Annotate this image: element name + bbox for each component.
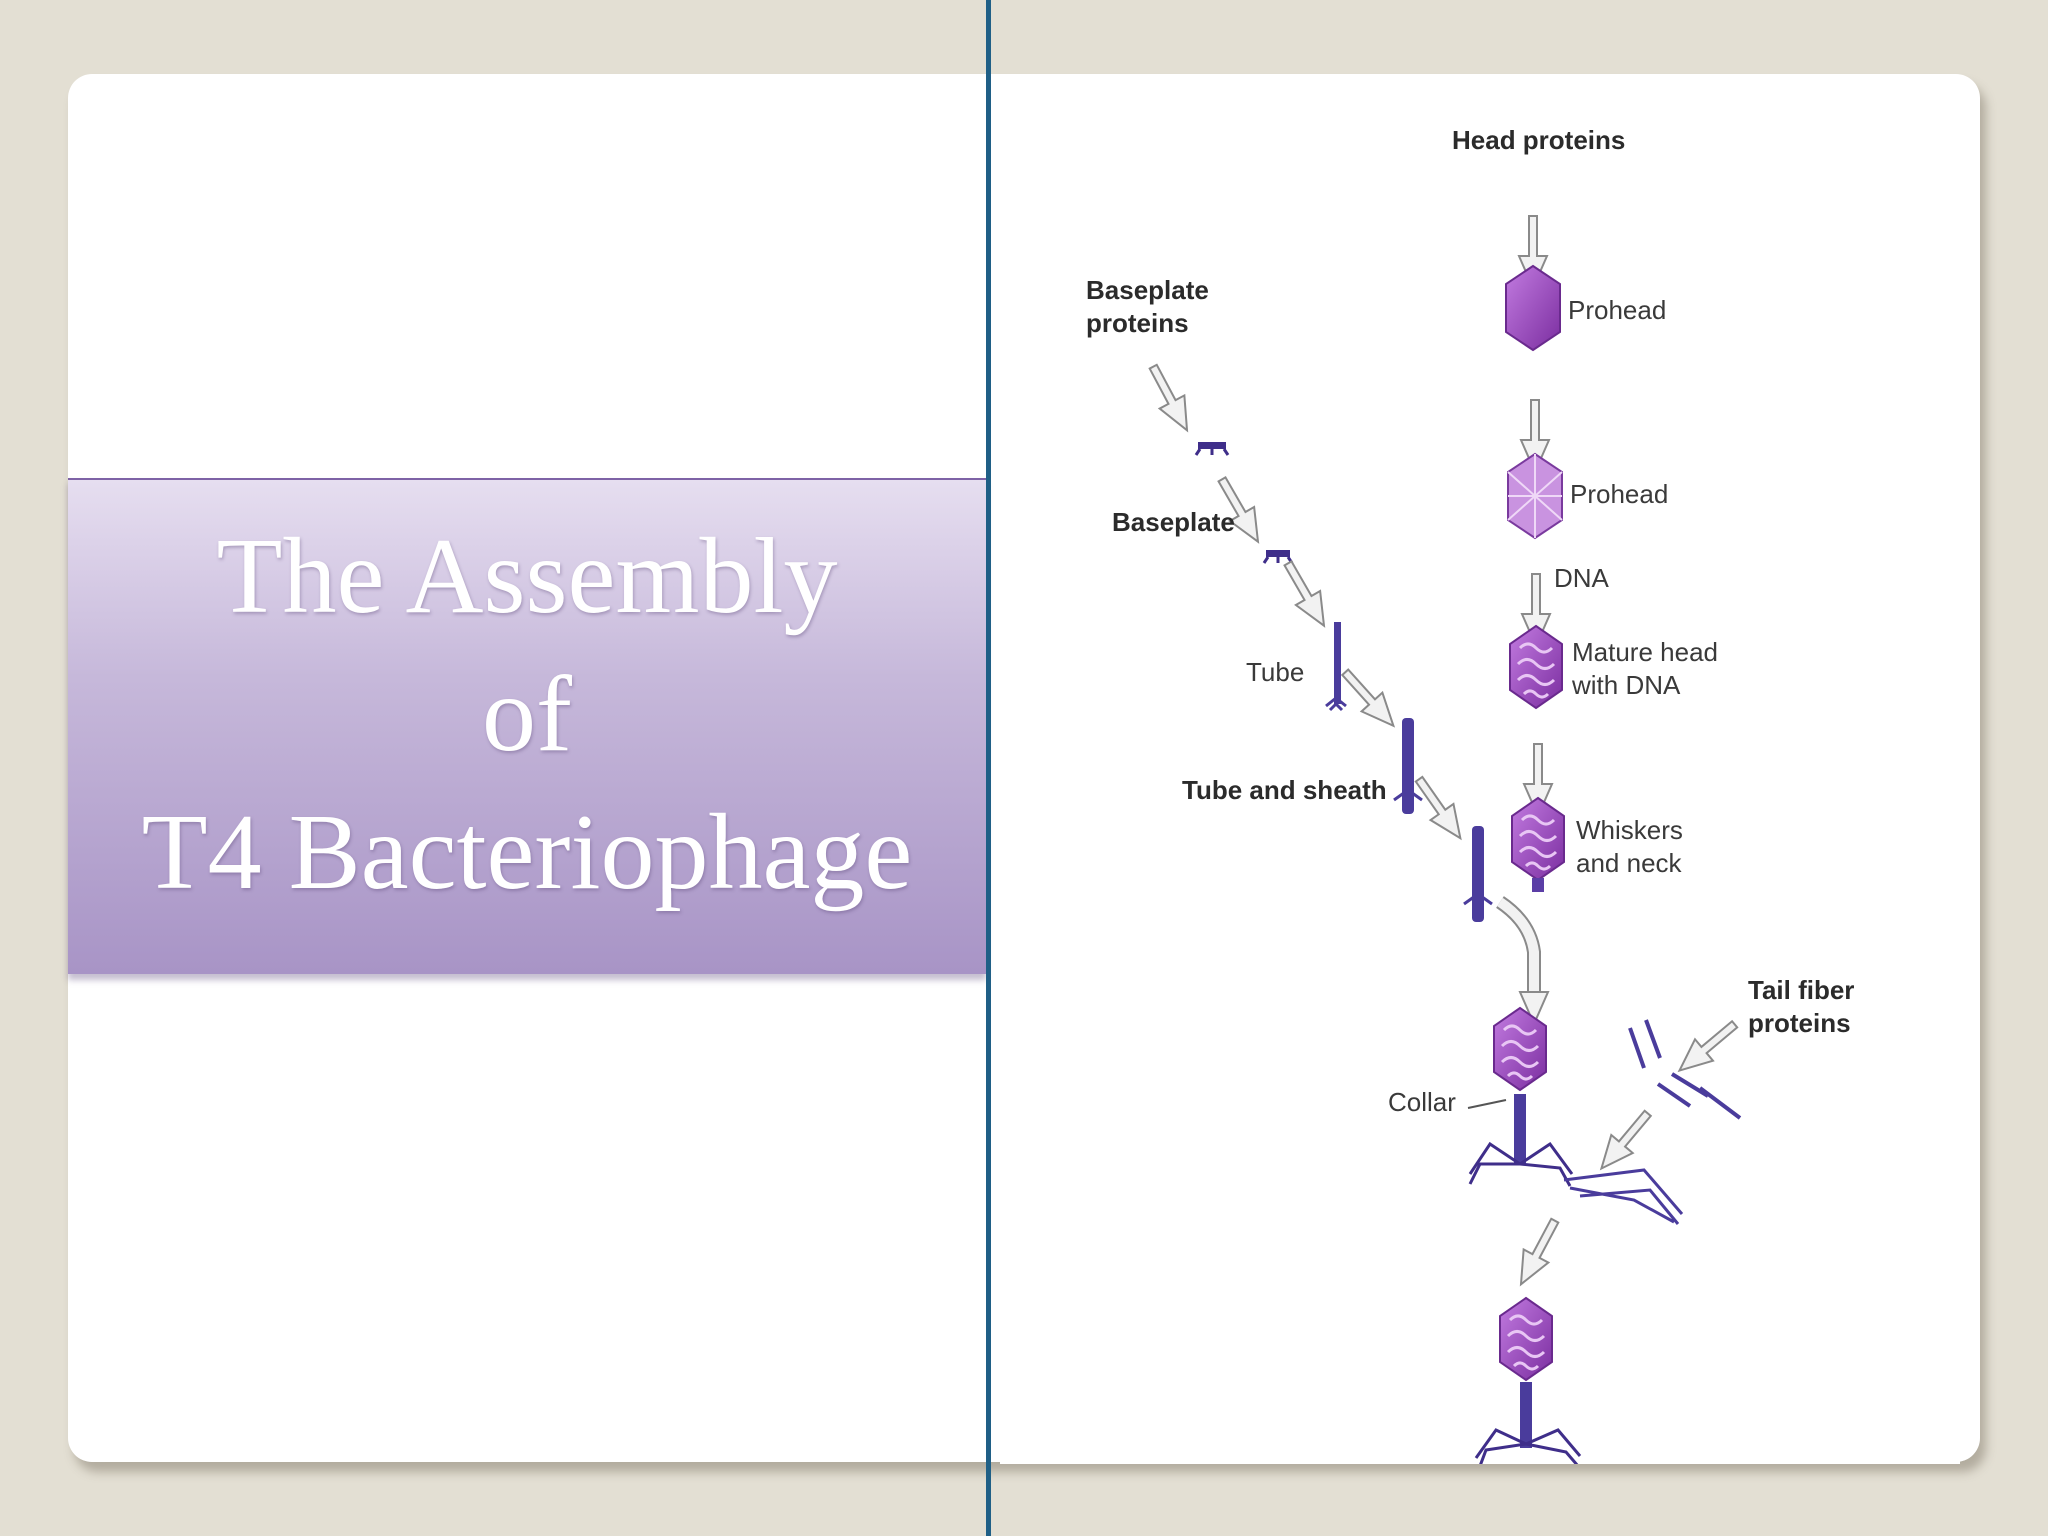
prohead-2-shape bbox=[1507, 452, 1563, 540]
prohead-1-shape bbox=[1505, 264, 1561, 352]
phage-with-collar bbox=[1468, 1006, 1574, 1187]
arrow-baseplate-proteins bbox=[1139, 359, 1201, 438]
label-baseplate: Baseplate bbox=[1112, 507, 1235, 537]
baseplate-piece-1 bbox=[1194, 442, 1230, 456]
label-tube-sheath: Tube and sheath bbox=[1182, 775, 1387, 805]
mature-head-shape bbox=[1508, 624, 1564, 710]
arrow-fibers bbox=[1589, 1103, 1660, 1179]
title-band: The Assembly of T4 Bacteriophage bbox=[68, 478, 986, 974]
diagram-graphics bbox=[1139, 215, 1745, 1464]
tail-fibers bbox=[1628, 1019, 1742, 1120]
label-dna: DNA bbox=[1554, 563, 1609, 593]
label-head-proteins: Head proteins bbox=[1452, 125, 1626, 155]
collar-leader-line bbox=[1467, 1099, 1507, 1109]
tail-fibers-2 bbox=[1563, 1168, 1684, 1225]
whiskers-neck-shape bbox=[1510, 796, 1566, 892]
baseplate-piece-2 bbox=[1262, 550, 1294, 564]
tail-shape bbox=[1463, 826, 1493, 922]
complete-phage bbox=[1474, 1296, 1582, 1464]
label-collar: Collar bbox=[1388, 1087, 1456, 1117]
arrow-tube-sheath bbox=[1333, 661, 1405, 737]
label-prohead-1: Prohead bbox=[1568, 295, 1667, 325]
label-tail-fiber-proteins: Tail fiber proteins bbox=[1748, 975, 1855, 1038]
label-tube: Tube bbox=[1246, 657, 1305, 687]
label-prohead-2: Prohead bbox=[1570, 479, 1669, 509]
arrow-join bbox=[1495, 896, 1550, 1027]
label-baseplate-proteins: Baseplate proteins bbox=[1086, 275, 1209, 338]
tube-shape bbox=[1325, 622, 1347, 712]
slide-title: The Assembly of T4 Bacteriophage bbox=[141, 517, 913, 912]
assembly-diagram: Head proteins Prohead Prohead DNA Mature… bbox=[1000, 84, 1960, 1464]
vertical-divider bbox=[986, 0, 991, 1536]
tail-fiber-arrow bbox=[1669, 1012, 1745, 1083]
arrow-sheath bbox=[1406, 770, 1473, 848]
label-whiskers-neck: Whiskers and neck bbox=[1576, 815, 1683, 878]
arrow-final bbox=[1507, 1213, 1569, 1292]
arrow-tube bbox=[1274, 555, 1338, 634]
tube-sheath-shape bbox=[1393, 718, 1423, 814]
label-mature-head: Mature head with DNA bbox=[1572, 637, 1718, 700]
